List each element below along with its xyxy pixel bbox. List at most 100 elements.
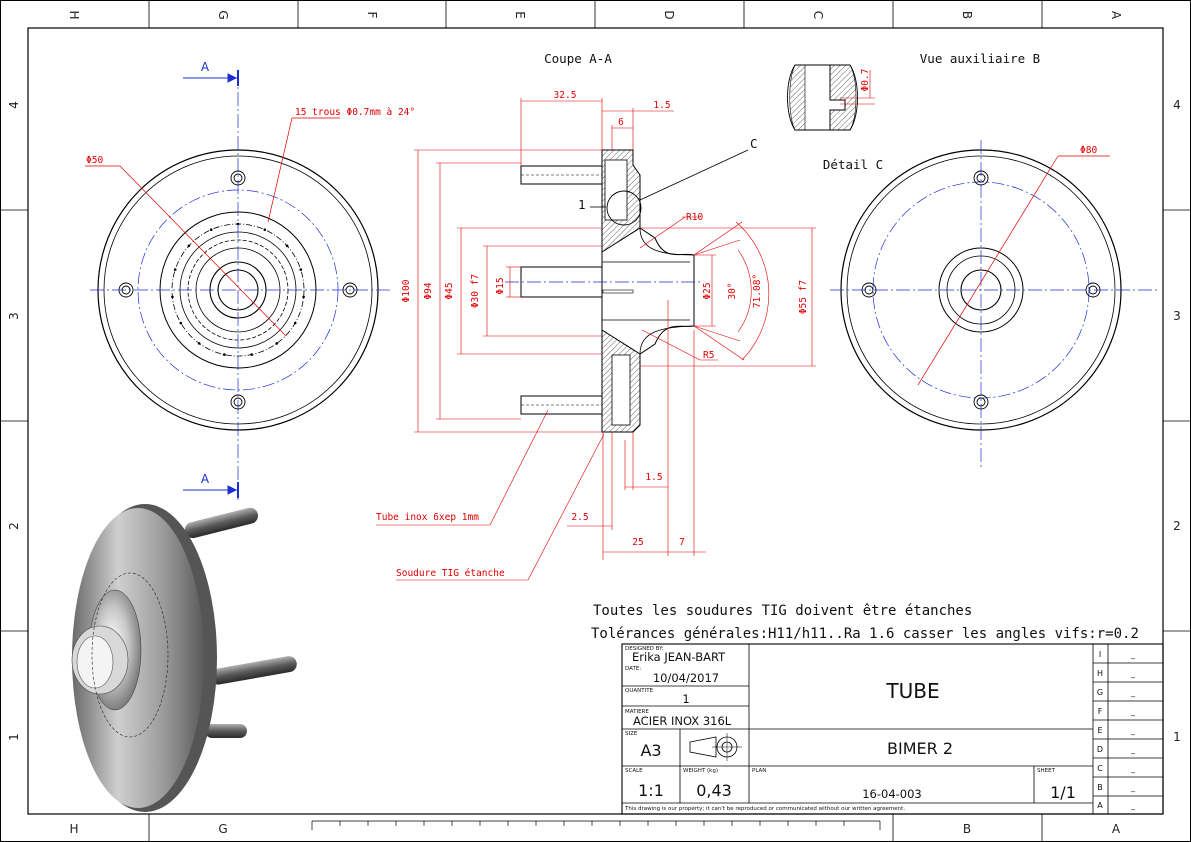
rev-value: _: [1130, 669, 1136, 678]
detail-marker: C: [750, 136, 758, 151]
weld-note: Soudure TIG étanche: [396, 568, 505, 579]
zone-left-1: 1: [7, 733, 21, 741]
zone-bottom-g: G: [218, 822, 227, 836]
revision-table: I _ H _ G _ F _ E _ D _ C _ B _ A _: [1097, 650, 1136, 810]
rev-value: _: [1130, 707, 1136, 716]
dim-7: 7: [679, 537, 685, 548]
detail-title: Détail C: [823, 157, 883, 172]
cut-letter-top: A: [201, 60, 210, 74]
rev-value: _: [1130, 745, 1136, 754]
tb-weight-label: WEIGHT (kg): [683, 768, 718, 774]
zone-top-d: D: [662, 10, 676, 19]
dim-dia100: Φ100: [401, 279, 412, 302]
tb-disclaimer: This drawing is our property; it can't b…: [624, 806, 905, 812]
zone-labels: H G F E D C B A H G B A 4 3 2 1 4 3 2 1: [7, 10, 1181, 836]
zone-top-e: E: [513, 11, 527, 19]
zone-top-f: F: [365, 12, 379, 19]
dim-25-bottom: 25: [632, 537, 643, 548]
dim-2-5: 2.5: [571, 512, 588, 523]
tube-note: Tube inox 6xep 1mm: [376, 512, 479, 523]
tb-sheet: 1/1: [1050, 783, 1076, 802]
dim-dia30f7: Φ30 f7: [470, 274, 481, 308]
dim-dia15: Φ15: [495, 277, 506, 294]
tb-designer: Erika JEAN-BART: [632, 650, 726, 664]
tb-material: ACIER INOX 316L: [633, 714, 732, 728]
rev-value: _: [1130, 688, 1136, 697]
tb-sheet-label: SHEET: [1037, 768, 1056, 774]
tb-project: BIMER 2: [887, 739, 953, 758]
zone-bottom-a: A: [1112, 822, 1121, 836]
isometric-render: [71, 504, 297, 812]
tb-plan-label: PLAN: [752, 768, 766, 774]
section-view: [505, 149, 749, 433]
dim-holes: 15 trous Φ0.7mm à 24°: [295, 107, 415, 118]
detail-c-view: [787, 64, 875, 131]
tb-scale: 1:1: [638, 781, 664, 800]
rev-letter: D: [1097, 745, 1103, 754]
tb-title: TUBE: [885, 679, 939, 703]
rev-letter: A: [1097, 801, 1103, 810]
aux-title: Vue auxiliaire B: [920, 51, 1040, 66]
rev-letter: I: [1099, 650, 1101, 659]
tb-plan: 16-04-003: [862, 787, 922, 801]
rev-value: _: [1130, 801, 1136, 810]
zone-top-a: A: [1109, 11, 1123, 20]
note-tolerances: Tolérances générales:H11/h11..Ra 1.6 cas…: [591, 626, 1139, 642]
rev-value: _: [1130, 650, 1136, 659]
rev-letter: E: [1097, 726, 1102, 735]
dim-angle71: 71.08°: [752, 274, 763, 308]
rev-value: _: [1130, 726, 1136, 735]
zone-bottom-b: B: [963, 822, 971, 836]
zone-top-c: C: [811, 11, 825, 19]
dim-1-5-bottom: 1.5: [645, 472, 662, 483]
rev-letter: H: [1097, 669, 1103, 678]
zone-right-1: 1: [1173, 730, 1181, 744]
tb-material-label: MATIERE: [625, 709, 649, 715]
rev-letter: G: [1097, 688, 1103, 697]
rev-letter: B: [1097, 783, 1103, 792]
dim-angle30: 30°: [727, 282, 738, 299]
title-block: [621, 643, 1164, 815]
zone-left-3: 3: [7, 312, 21, 320]
dim-r5: R5: [703, 350, 714, 361]
zone-top-g: G: [216, 10, 230, 19]
dim-6: 6: [618, 117, 624, 128]
zone-right-3: 3: [1173, 309, 1181, 323]
note-welds: Toutes les soudures TIG doivent être éta…: [593, 603, 972, 619]
tb-weight: 0,43: [696, 781, 732, 800]
zone-bottom-h: H: [69, 822, 78, 836]
zone-left-2: 2: [7, 522, 21, 530]
dim-dia94: Φ94: [423, 282, 434, 299]
tb-date-label: DATE:: [625, 666, 641, 672]
tb-designed-label: DESIGNED BY:: [625, 646, 664, 652]
tb-size: A3: [640, 741, 661, 760]
section-dimensions: [376, 98, 816, 581]
tb-date: 10/04/2017: [653, 671, 719, 685]
rev-value: _: [1130, 764, 1136, 773]
tb-quantity-label: QUANTITE: [625, 688, 654, 694]
dim-dia25: Φ25: [702, 282, 713, 299]
tb-quantity: 1: [682, 692, 689, 706]
dim-dia45: Φ45: [444, 282, 455, 299]
aux-view: [830, 140, 1160, 470]
zone-right-2: 2: [1173, 519, 1181, 533]
zone-right-4: 4: [1173, 98, 1181, 112]
hole-pattern: [171, 222, 305, 356]
dim-32-5: 32.5: [554, 90, 577, 101]
cut-letter-bottom: A: [201, 472, 210, 486]
zone-top-h: H: [67, 10, 81, 19]
section-title: Coupe A-A: [544, 51, 612, 66]
dim-dia50: Φ50: [86, 155, 103, 166]
detail-ref: 1: [578, 197, 586, 212]
dim-r10: R10: [686, 212, 703, 223]
tb-scale-label: SCALE: [625, 768, 643, 774]
dim-1-5-top: 1.5: [653, 100, 670, 111]
dim-dia0-7: Φ0.7: [860, 69, 871, 92]
rev-letter: F: [1098, 707, 1103, 716]
zone-top-b: B: [960, 11, 974, 19]
tb-size-label: SIZE: [625, 731, 638, 737]
rev-letter: C: [1097, 764, 1103, 773]
dim-dia55f7: Φ55 f7: [798, 280, 809, 314]
front-view: [85, 70, 390, 500]
